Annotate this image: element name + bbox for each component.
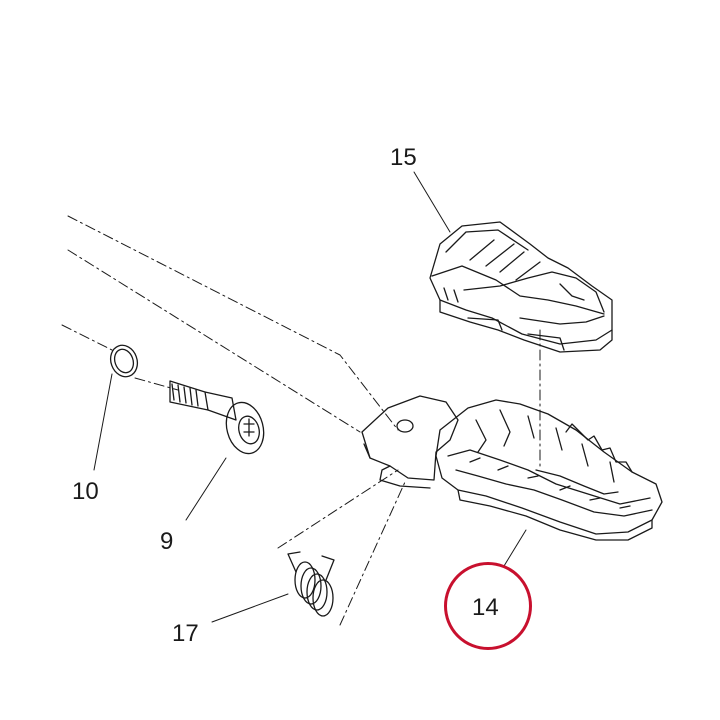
assembly-centerlines xyxy=(61,215,541,626)
callout-9: 9 xyxy=(160,528,174,555)
footpeg-part-14 xyxy=(361,395,663,541)
callout-10: 10 xyxy=(72,478,99,505)
highlight-circle xyxy=(444,562,532,650)
pivot-pin-part-9 xyxy=(169,380,265,455)
o-ring-part-10 xyxy=(109,344,139,378)
callout-17: 17 xyxy=(172,620,199,647)
spring-part-17 xyxy=(287,551,335,617)
callout-15: 15 xyxy=(390,144,417,171)
leader-lines xyxy=(93,171,527,623)
rubber-insert-part-15 xyxy=(429,221,613,353)
